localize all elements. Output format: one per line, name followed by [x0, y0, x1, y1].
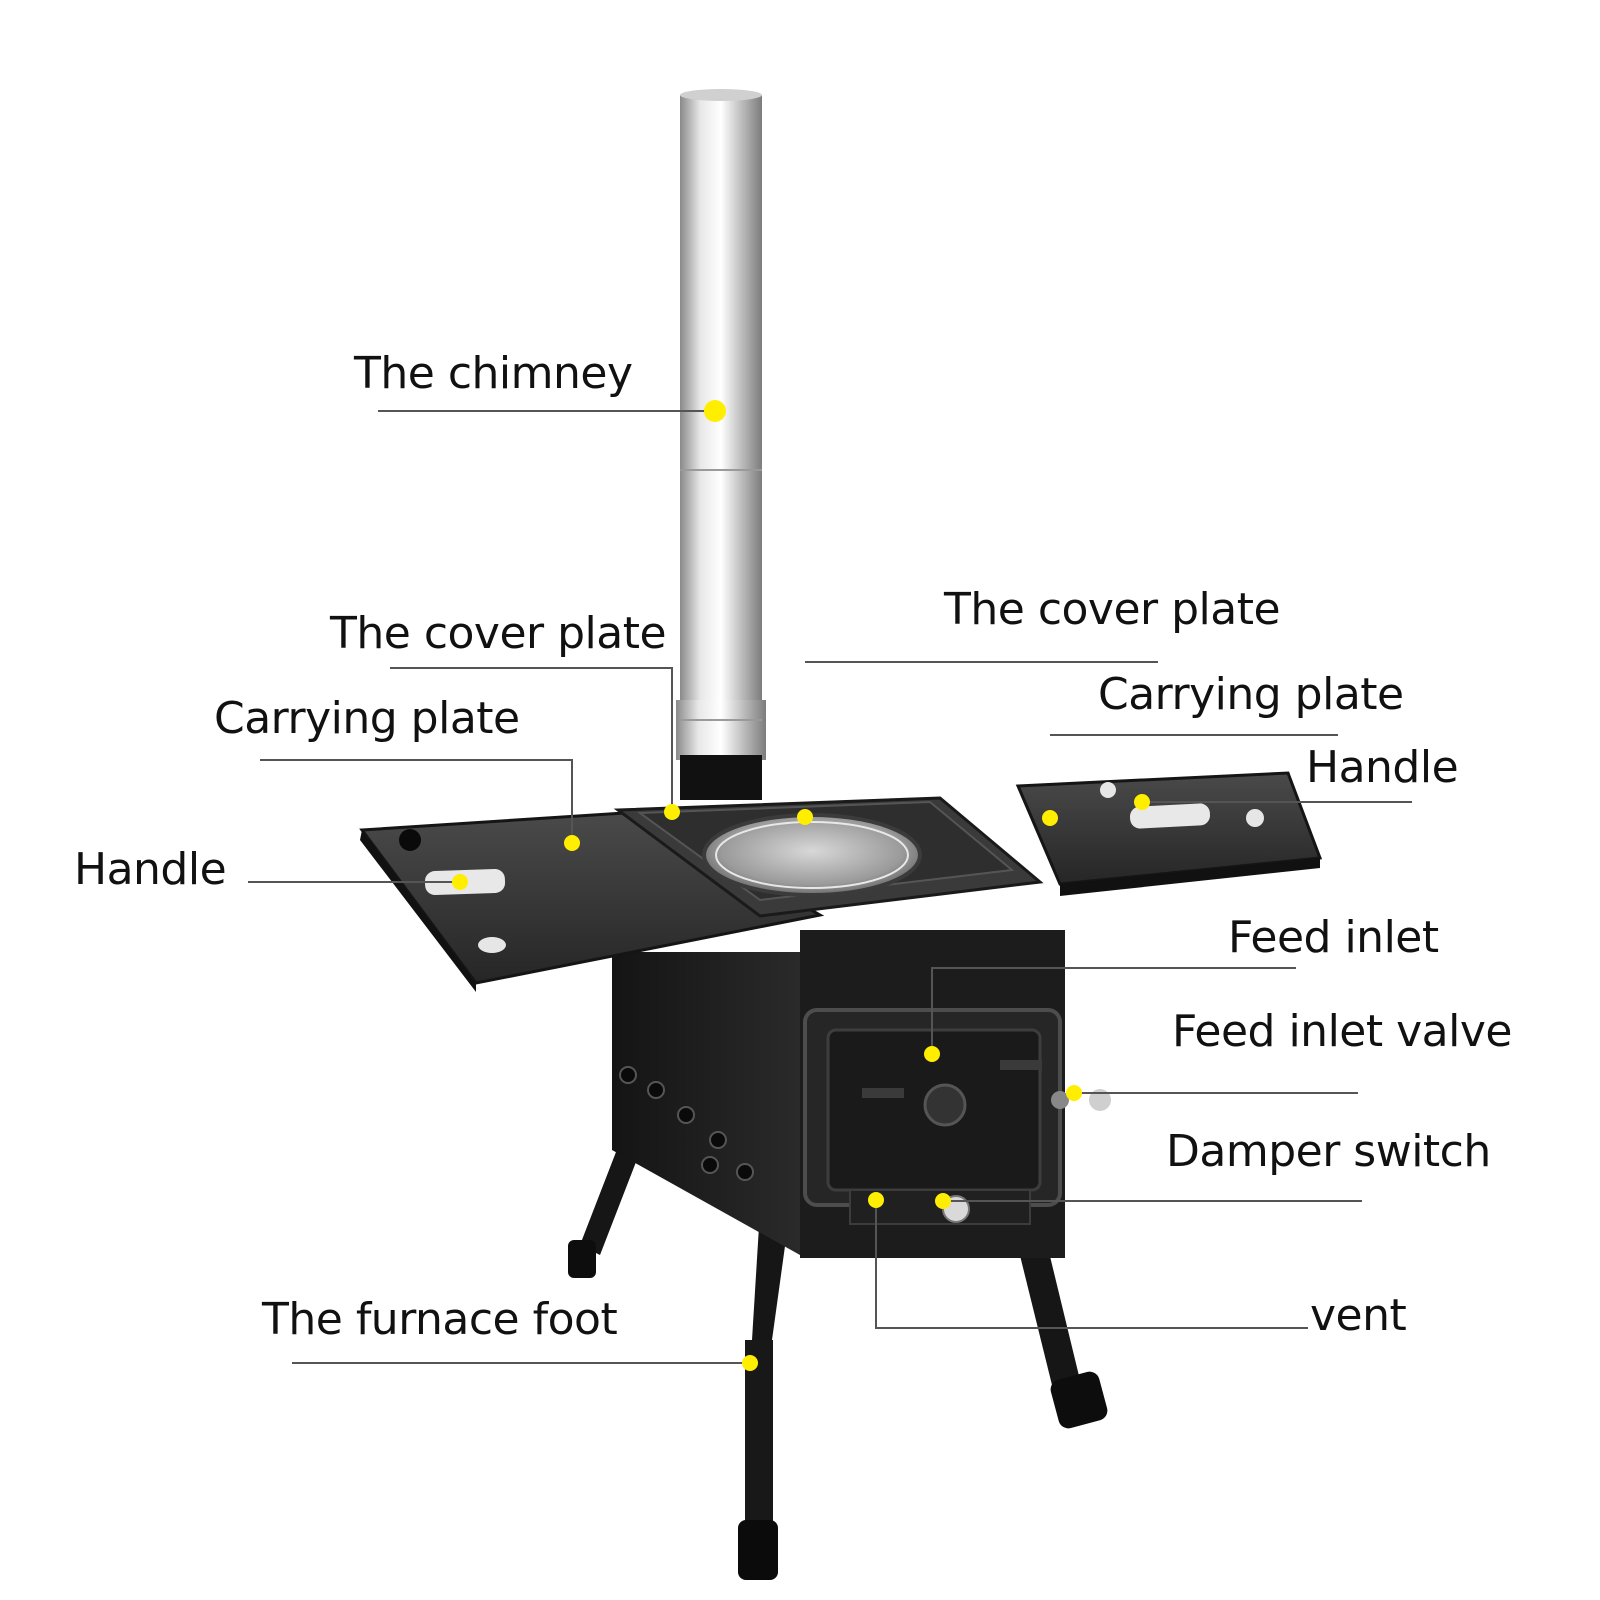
- label-furnace-foot: The furnace foot: [262, 1294, 618, 1345]
- marker-carrying-plate-left: [564, 835, 580, 851]
- leader-carrying-plate-left: [260, 759, 573, 843]
- label-damper-switch: Damper switch: [1166, 1126, 1491, 1177]
- label-vent: vent: [1310, 1290, 1407, 1341]
- pot-ring: [702, 813, 922, 897]
- marker-vent: [868, 1192, 884, 1208]
- marker-damper-switch: [935, 1193, 951, 1209]
- label-chimney: The chimney: [354, 348, 633, 399]
- marker-feed-inlet: [924, 1046, 940, 1062]
- label-feed-inlet: Feed inlet: [1228, 912, 1439, 963]
- label-handle-left: Handle: [74, 844, 227, 895]
- markers: [452, 400, 1150, 1371]
- marker-handle-right: [1134, 794, 1150, 810]
- leader-cover-plate-left: [390, 667, 673, 810]
- marker-carrying-plate-right: [1042, 810, 1058, 826]
- leader-lines: [248, 410, 1412, 1364]
- leader-vent: [875, 1200, 1308, 1329]
- marker-chimney: [704, 400, 726, 422]
- marker-cover-plate-right: [797, 809, 813, 825]
- marker-handle-left: [452, 874, 468, 890]
- label-handle-right: Handle: [1306, 742, 1459, 793]
- label-cover-plate-right: The cover plate: [944, 584, 1281, 635]
- marker-cover-plate-left: [664, 804, 680, 820]
- label-carrying-plate-left: Carrying plate: [214, 693, 520, 744]
- stove-side: [612, 952, 800, 1255]
- label-cover-plate-left: The cover plate: [330, 608, 667, 659]
- label-feed-inlet-valve: Feed inlet valve: [1172, 1006, 1512, 1057]
- marker-furnace-foot: [742, 1355, 758, 1371]
- leader-feed-inlet: [931, 967, 1296, 1054]
- label-carrying-plate-right: Carrying plate: [1098, 669, 1404, 720]
- chimney-pipe: [680, 95, 762, 795]
- marker-feed-inlet-valve: [1066, 1085, 1082, 1101]
